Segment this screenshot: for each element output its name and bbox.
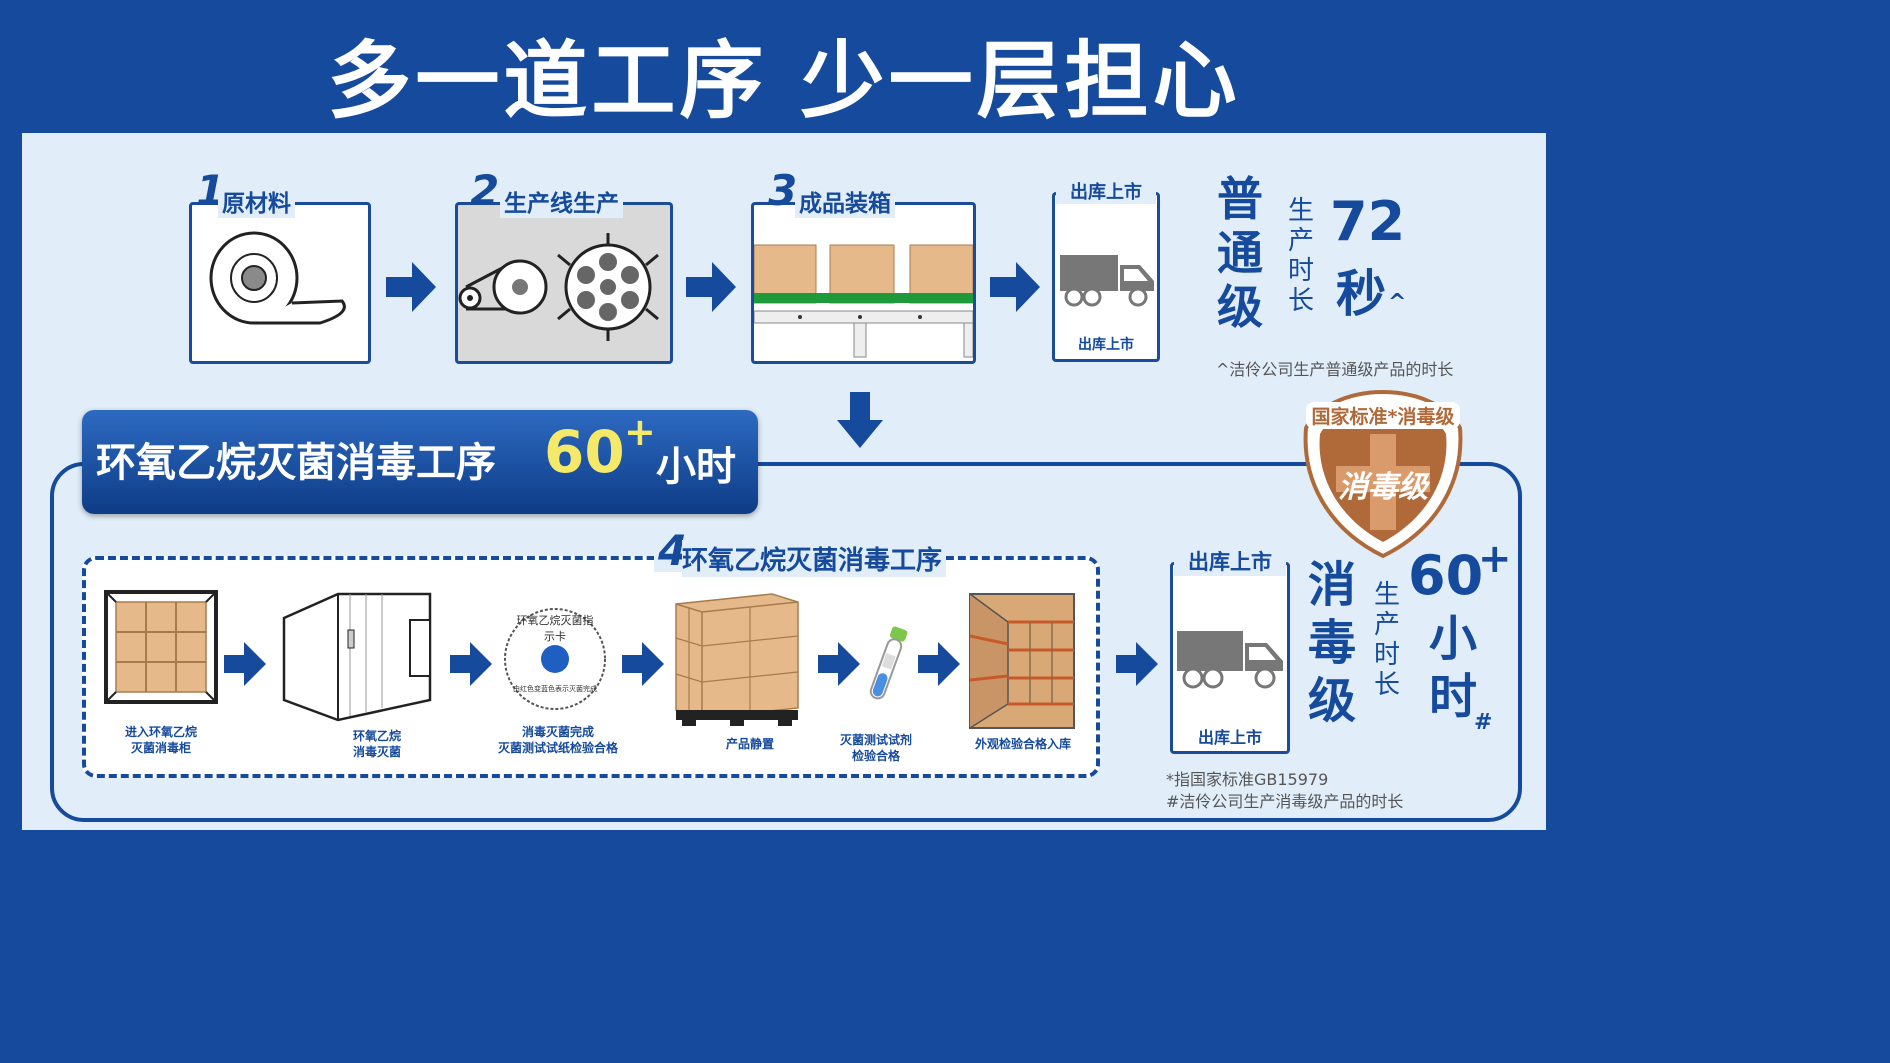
normal-mark: ^ (1388, 290, 1407, 315)
step-2-number: 2 (470, 166, 500, 215)
sub-step-3-label: 消毒灭菌完成 灭菌测试试纸检验合格 (497, 725, 618, 755)
normal-note: ^洁伶公司生产普通级产品的时长 (1216, 360, 1454, 379)
right-arrow-icon (622, 642, 664, 686)
ship-card-top-header: 出库上市 (1056, 178, 1156, 204)
normal-grade: 普通级 (1217, 172, 1263, 334)
paper-roll-icon (209, 231, 346, 325)
truck-icon (1177, 631, 1283, 689)
sub-step-1-label: 进入环氧乙烷 灭菌消毒柜 (124, 725, 197, 755)
sub-step-2-label: 环氧乙烷 消毒灭菌 (352, 729, 401, 759)
badge-main-text: 消毒级 (1338, 470, 1428, 505)
page-title: 多一道工序 少一层担心 (327, 32, 1241, 130)
indicator-disc-icon (504, 608, 606, 710)
step-3-label: 成品装箱 (795, 184, 895, 218)
right-arrow-icon (386, 262, 436, 312)
sterilizer-chamber-icon (282, 592, 432, 722)
disinfect-value: 60 (1408, 544, 1484, 607)
truck-icon (1060, 255, 1154, 307)
banner-number: 60 (544, 418, 625, 486)
normal-duration-label: 生产时长 (1287, 196, 1314, 316)
indicator-top-text: 环氧乙烷灭菌指示卡 (516, 614, 594, 643)
ship-card-bottom-footer: 出库上市 (1197, 728, 1262, 747)
test-tube-icon (869, 626, 908, 700)
step-1-card (189, 202, 371, 364)
sub-step-4-label: 产品静置 (725, 737, 774, 751)
production-line-icon (458, 233, 659, 341)
sub-step-6-label: 外观检验合格入库 (974, 737, 1071, 751)
down-arrow-icon (837, 392, 883, 448)
ship-card-top-footer: 出库上市 (1078, 337, 1134, 353)
normal-unit: 秒 (1336, 265, 1386, 323)
disinfect-plus: + (1478, 536, 1512, 582)
step-4-label: 环氧乙烷灭菌消毒工序 (682, 540, 947, 577)
right-arrow-icon (918, 642, 960, 686)
right-arrow-icon (686, 262, 736, 312)
ship-card-bottom (1170, 562, 1290, 754)
disinfect-mark: # (1474, 710, 1493, 735)
ship-card-top (1052, 192, 1160, 362)
warehouse-icon (969, 593, 1075, 729)
right-arrow-icon (224, 642, 266, 686)
sterilizer-cabinet-icon (104, 590, 218, 704)
indicator-bottom-text: 由红色变蓝色表示灭菌完成 (513, 685, 597, 693)
disinfection-badge-icon (1303, 389, 1463, 559)
banner-plus: + (624, 410, 656, 454)
banner-text: 环氧乙烷灭菌消毒工序 (96, 440, 496, 486)
step-3-number: 3 (768, 166, 798, 215)
badge-arc-text: 国家标准*消毒级 (1306, 402, 1460, 429)
note-disinfect-duration: #洁伶公司生产消毒级产品的时长 (1166, 792, 1404, 811)
note-standard: *指国家标准GB15979 (1166, 770, 1329, 789)
right-arrow-icon (450, 642, 492, 686)
step-2-label: 生产线生产 (500, 184, 623, 218)
right-arrow-icon (990, 262, 1040, 312)
step-2-card (455, 202, 673, 364)
sub-step-5-label: 灭菌测试试剂 检验合格 (839, 733, 912, 763)
step-1-label: 原材料 (218, 184, 295, 218)
boxes-conveyor-icon (753, 244, 974, 358)
step-3-card (751, 202, 976, 364)
right-arrow-icon (1116, 642, 1158, 686)
ship-card-bottom-header: 出库上市 (1174, 546, 1286, 576)
pallet-icon (675, 593, 799, 726)
banner-unit: 小时 (656, 444, 736, 490)
banner (82, 410, 758, 514)
disinfect-grade: 消毒级 (1307, 557, 1356, 729)
normal-value: 72 (1330, 190, 1406, 253)
disinfect-duration-label: 生产时长 (1373, 580, 1400, 700)
right-arrow-icon (818, 642, 860, 686)
disinfect-unit: 小时 (1428, 611, 1477, 725)
